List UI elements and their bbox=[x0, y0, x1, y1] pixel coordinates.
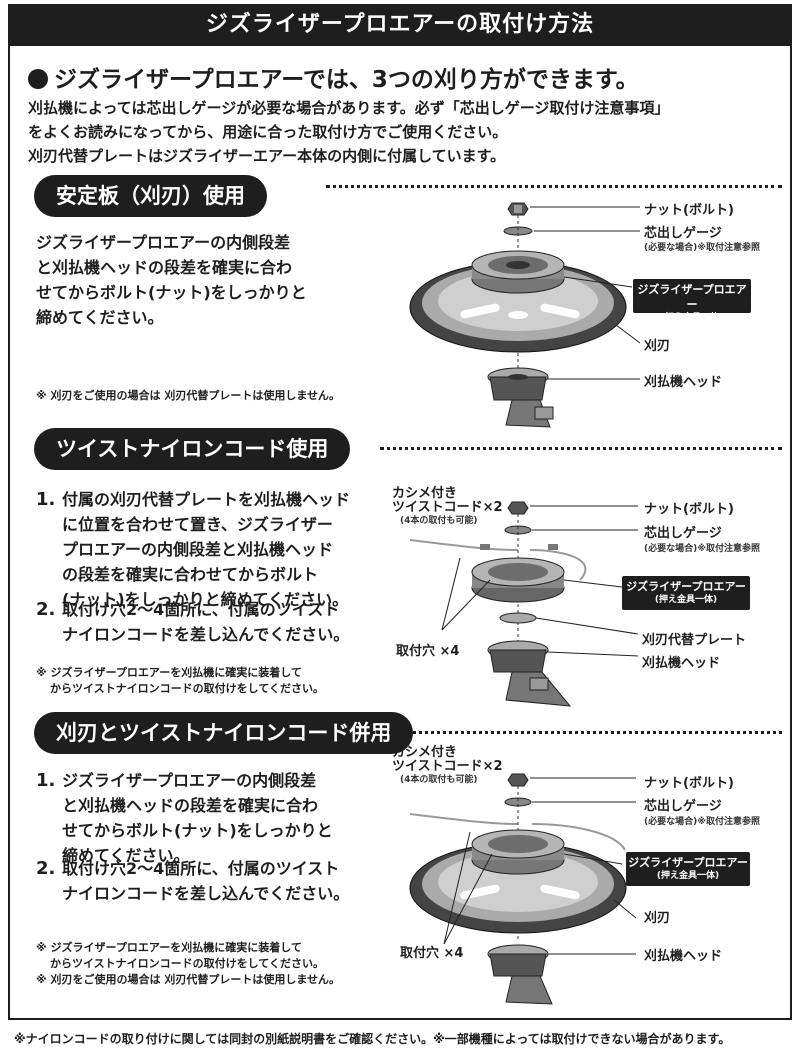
section1-note: ※ 刈刃をご使用の場合は 刈刃代替プレートは使用しません。 bbox=[36, 389, 341, 402]
section-heading-cord: ツイストナイロンコード使用 bbox=[34, 428, 351, 470]
step-line: 付属の刈刃代替プレートを刈払機ヘッド bbox=[62, 490, 351, 509]
label-blade: 刈刃 bbox=[644, 339, 671, 354]
section3-step-2: 2. 取付け穴2～4箇所に、付属のツイスト ナイロンコードを差し込んでください。 bbox=[36, 856, 349, 906]
bullet-icon bbox=[28, 69, 48, 89]
step-number: 1. bbox=[36, 489, 56, 510]
dotted-divider bbox=[372, 731, 782, 734]
label-cord: カシメ付き bbox=[392, 486, 458, 501]
nut-icon bbox=[507, 501, 529, 515]
step-line: せてからボルト(ナット)をしっかりと bbox=[62, 821, 333, 840]
product-icon bbox=[471, 250, 565, 294]
nut-icon bbox=[507, 202, 529, 216]
label-plate: 刈刃代替プレート bbox=[642, 633, 747, 648]
headline: ジズライザープロエアーでは、3つの刈り方ができます。 bbox=[28, 60, 639, 94]
step-line: 締めてください。 bbox=[62, 846, 190, 865]
label-product-sub: (押え金具一体) bbox=[656, 871, 720, 881]
intro-line: 刈払機によっては芯出しゲージが必要な場合があります。必ず「芯出しゲージ取付け注意… bbox=[28, 99, 670, 117]
intro-line: をよくお読みになってから、用途に合った取付け方でご使用ください。 bbox=[28, 123, 508, 141]
label-nut: ナット(ボルト) bbox=[644, 502, 734, 517]
nut-icon bbox=[507, 773, 529, 787]
label-cord: カシメ付き bbox=[392, 745, 458, 760]
label-product-sub: (押え金具一体) bbox=[660, 313, 724, 323]
note-line: ※ ジズライザープロエアーを刈払機に確実に装着して bbox=[36, 941, 302, 954]
label-cord2: ツイストコード×2 bbox=[392, 500, 503, 515]
footnote: ※ナイロンコードの取り付けに関しては同封の別紙説明書をご確認ください。※一部機種… bbox=[14, 1032, 731, 1046]
label-holes: 取付穴 ×4 bbox=[400, 946, 464, 961]
label-product: ジズライザープロエアー bbox=[637, 283, 747, 311]
label-head: 刈払機ヘッド bbox=[642, 656, 721, 671]
label-nut: ナット(ボルト) bbox=[644, 776, 734, 791]
body-line: と刈払機ヘッドの段差を確実に合わ bbox=[36, 258, 293, 277]
page-title: ジズライザープロエアーの取付け方法 bbox=[8, 4, 792, 46]
label-gauge-sub: (必要な場合)※取付注意参照 bbox=[644, 243, 760, 253]
note-line: ※ ジズライザープロエアーを刈払機に確実に装着して bbox=[36, 666, 302, 679]
section3-step-1: 1. ジズライザープロエアーの内側段差 と刈払機ヘッドの段差を確実に合わ せてか… bbox=[36, 768, 333, 868]
step-line: 取付け穴2～4箇所に、付属のツイスト bbox=[62, 859, 340, 878]
label-product: ジズライザープロエアー bbox=[626, 580, 746, 593]
label-product-tag: ジズライザープロエアー (押え金具一体) bbox=[626, 852, 750, 886]
note-line: からツイストナイロンコードの取付けをしてください。 bbox=[50, 957, 325, 970]
label-blade: 刈刃 bbox=[644, 911, 671, 926]
label-cord2: ツイストコード×2 bbox=[392, 759, 503, 774]
step-line: ナイロンコードを差し込んでください。 bbox=[62, 625, 350, 644]
label-cord-sub: (4本の取付も可能) bbox=[400, 775, 478, 785]
label-head: 刈払機ヘッド bbox=[644, 949, 723, 964]
step-number: 1. bbox=[36, 770, 56, 791]
body-line: 締めてください。 bbox=[36, 308, 164, 327]
step-line: の段差を確実に合わせてからボルト bbox=[62, 565, 319, 584]
step-number: 2. bbox=[36, 858, 56, 879]
label-head: 刈払機ヘッド bbox=[644, 375, 723, 390]
step-line: (ナット)をしっかりと締めてください。 bbox=[62, 590, 349, 609]
label-gauge: 芯出しゲージ bbox=[644, 799, 722, 814]
note-line: からツイストナイロンコードの取付けをしてください。 bbox=[50, 682, 325, 695]
label-nut: ナット(ボルト) bbox=[644, 203, 734, 218]
section3-note: ※ ジズライザープロエアーを刈払機に確実に装着して からツイストナイロンコードの… bbox=[36, 940, 340, 988]
diagram-blade-assembly bbox=[409, 202, 641, 428]
body-line: せてからボルト(ナット)をしっかりと bbox=[36, 283, 307, 302]
step-line: ジズライザープロエアーの内側段差 bbox=[62, 771, 317, 790]
step-line: に位置を合わせて置き、ジズライザー bbox=[62, 515, 333, 534]
product-icon bbox=[471, 829, 565, 875]
label-holes: 取付穴 ×4 bbox=[396, 644, 460, 659]
label-gauge-sub: (必要な場合)※取付注意参照 bbox=[644, 817, 760, 827]
head-icon bbox=[487, 367, 554, 428]
headline-text: ジズライザープロエアーでは、3つの刈り方ができます。 bbox=[54, 67, 639, 93]
label-product-tag: ジズライザープロエアー (押え金具一体) bbox=[622, 576, 750, 610]
cord-icon bbox=[409, 539, 519, 551]
step-line: ナイロンコードを差し込んでください。 bbox=[62, 884, 350, 903]
label-gauge: 芯出しゲージ bbox=[644, 526, 722, 541]
section-heading-combined: 刈刃とツイストナイロンコード併用 bbox=[34, 712, 414, 754]
dotted-divider bbox=[380, 447, 782, 450]
label-cord-sub: (4本の取付も可能) bbox=[400, 516, 478, 526]
label-gauge-sub: (必要な場合)※取付注意参照 bbox=[644, 544, 760, 554]
step-line: 取付け穴2～4箇所に、付属のツイスト bbox=[62, 600, 340, 619]
step-line: プロエアーの内側段差と刈払機ヘッド bbox=[62, 540, 334, 559]
section2-step-2: 2. 取付け穴2～4箇所に、付属のツイスト ナイロンコードを差し込んでください。 bbox=[36, 597, 349, 647]
product-icon bbox=[471, 557, 565, 603]
note-line: ※ 刈刃をご使用の場合は 刈刃代替プレートは使用しません。 bbox=[36, 973, 341, 986]
head-icon bbox=[487, 944, 553, 1005]
section1-body: ジズライザープロエアーの内側段差 と刈払機ヘッドの段差を確実に合わ せてからボル… bbox=[36, 230, 307, 330]
intro-line: 刈刃代替プレートはジズライザーエアー本体の内側に付属しています。 bbox=[28, 147, 506, 165]
plate-icon bbox=[499, 612, 537, 624]
head-icon bbox=[487, 640, 572, 707]
label-product: ジズライザープロエアー bbox=[628, 856, 748, 869]
diagram-cord-assembly bbox=[409, 501, 639, 707]
step-number: 2. bbox=[36, 599, 56, 620]
section2-note: ※ ジズライザープロエアーを刈払機に確実に装着して からツイストナイロンコードの… bbox=[36, 665, 324, 697]
cord-icon bbox=[409, 813, 519, 825]
diagram-combined-assembly bbox=[409, 773, 637, 1005]
dotted-divider bbox=[326, 185, 782, 188]
label-product-tag: ジズライザープロエアー (押え金具一体) bbox=[633, 279, 751, 323]
section-heading-blade: 安定板（刈刃）使用 bbox=[34, 175, 267, 217]
section2-step-1: 1. 付属の刈刃代替プレートを刈払機ヘッド に位置を合わせて置き、ジズライザー … bbox=[36, 487, 350, 612]
step-line: と刈払機ヘッドの段差を確実に合わ bbox=[62, 796, 319, 815]
label-product-sub: (押え金具一体) bbox=[654, 595, 718, 605]
body-line: ジズライザープロエアーの内側段差 bbox=[36, 233, 291, 252]
label-gauge: 芯出しゲージ bbox=[644, 226, 722, 241]
